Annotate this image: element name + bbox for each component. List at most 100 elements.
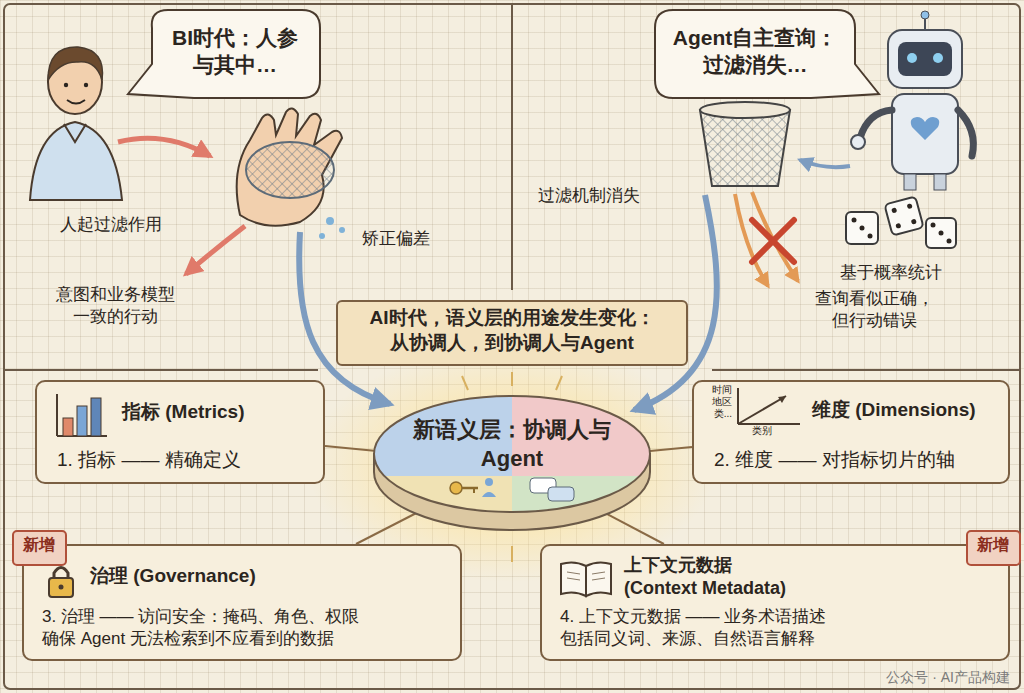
book-icon xyxy=(592,578,605,580)
person xyxy=(84,83,88,87)
dice xyxy=(939,231,944,236)
connector-ray xyxy=(648,447,693,451)
wrong-path xyxy=(752,220,794,262)
lock-icon xyxy=(49,578,73,597)
empty-basket xyxy=(700,102,790,118)
bars-icon xyxy=(63,418,73,436)
dice xyxy=(891,207,897,213)
lock-icon xyxy=(46,562,76,598)
dice xyxy=(846,212,878,244)
robot xyxy=(911,117,939,140)
disc-icon xyxy=(485,478,493,486)
axes-icon xyxy=(778,396,786,403)
lock-icon xyxy=(59,585,64,590)
connector-ray xyxy=(606,514,664,544)
robot xyxy=(958,110,973,156)
robot xyxy=(921,11,929,19)
axes-icon xyxy=(734,386,804,428)
dice xyxy=(911,219,917,225)
card-heading: 维度 (Dimensions) xyxy=(812,398,1002,423)
axis-label: 类... xyxy=(700,407,732,420)
semantic-disc: 新语义层：协调人与Agent xyxy=(372,392,652,542)
bars-icon xyxy=(77,406,87,436)
axis-label: 类别 xyxy=(752,424,786,437)
annotation-label: 人起过滤作用 xyxy=(60,214,178,236)
connector-ray xyxy=(356,513,416,544)
banner: AI时代，语义层的用途发生变化：从协调人，到协调人与Agent xyxy=(336,300,688,366)
flow-arrow xyxy=(299,160,850,410)
robot xyxy=(934,174,946,190)
person xyxy=(48,47,103,80)
tag-text: 新增 xyxy=(17,535,61,556)
filter-hand xyxy=(246,142,334,198)
dice xyxy=(868,234,873,239)
bars-icon xyxy=(56,394,58,436)
book-icon xyxy=(586,562,611,596)
bars-icon xyxy=(53,392,109,438)
book-icon xyxy=(561,562,586,596)
filter-hand xyxy=(319,233,325,239)
robot xyxy=(851,11,973,190)
annotation-label: 过滤机制消失 xyxy=(538,185,656,207)
disc-icon xyxy=(482,492,496,497)
person xyxy=(30,47,122,200)
glow xyxy=(462,376,468,390)
new-tag: 新增 xyxy=(12,530,67,566)
empty-basket xyxy=(700,110,790,186)
annotation-label: 查询看似正确，但行动错误 xyxy=(812,288,937,332)
person xyxy=(64,124,86,142)
person xyxy=(64,83,68,87)
robot xyxy=(860,110,892,138)
banner-text: AI时代，语义层的用途发生变化：从协调人，到协调人与Agent xyxy=(362,306,662,355)
filter-hand xyxy=(237,108,345,239)
robot xyxy=(907,53,917,63)
disc-icon xyxy=(473,488,475,493)
book-icon xyxy=(558,558,614,598)
card-body: 1. 指标 —— 精确定义 xyxy=(57,448,319,473)
book-icon xyxy=(567,572,580,574)
card-heading: 治理 (Governance) xyxy=(90,564,390,589)
glow xyxy=(511,546,513,562)
concept-card: 上下文元数据 (Context Metadata)4. 上下文元数据 —— 业务… xyxy=(540,544,1010,661)
speech-bubble: BI时代：人参与其中… xyxy=(150,10,320,98)
dice xyxy=(884,196,923,235)
frame xyxy=(4,4,1020,689)
dice xyxy=(860,226,865,231)
robot xyxy=(851,135,865,149)
annotation-label: 意图和业务模型一致的行动 xyxy=(50,284,180,328)
filter-hand xyxy=(326,217,334,225)
bubbleR-icon xyxy=(655,10,879,98)
robot xyxy=(892,94,958,174)
person xyxy=(30,122,122,200)
filter-hand xyxy=(237,108,342,225)
dice xyxy=(931,223,936,228)
card-body: 3. 治理 —— 访问安全：掩码、角色、权限 确保 Agent 无法检索到不应看… xyxy=(42,606,377,650)
card-heading: 指标 (Metrics) xyxy=(122,400,317,425)
pink-arrow xyxy=(118,138,210,156)
dice xyxy=(926,218,956,248)
dice xyxy=(846,196,956,248)
dice xyxy=(947,239,952,244)
dice xyxy=(907,203,913,209)
book-icon xyxy=(567,578,580,580)
empty-basket xyxy=(700,102,790,186)
speech-bubble: Agent自主查询：过滤消失… xyxy=(655,10,855,98)
concept-card: 维度 (Dimensions)2. 维度 —— 对指标切片的轴 xyxy=(692,380,1010,484)
robot xyxy=(933,53,943,63)
person xyxy=(67,100,85,104)
concept-card: 指标 (Metrics) 1. 指标 —— 精确定义 xyxy=(35,380,325,484)
flow-arrow xyxy=(800,160,850,167)
glow xyxy=(556,376,562,390)
wrong-path xyxy=(752,220,794,262)
filter-hand xyxy=(339,227,345,233)
axes-icon xyxy=(738,396,786,424)
bubble-text: BI时代：人参与其中… xyxy=(162,24,308,79)
bars-icon xyxy=(91,398,101,436)
dice xyxy=(895,223,901,229)
frame xyxy=(712,369,1020,371)
robot xyxy=(924,18,926,30)
axis-label: 地区 xyxy=(700,395,732,408)
frame xyxy=(511,4,513,290)
concept-card: 治理 (Governance) 3. 治理 —— 访问安全：掩码、角色、权限 确保… xyxy=(22,544,462,661)
axis-label: 时间 xyxy=(700,383,732,396)
